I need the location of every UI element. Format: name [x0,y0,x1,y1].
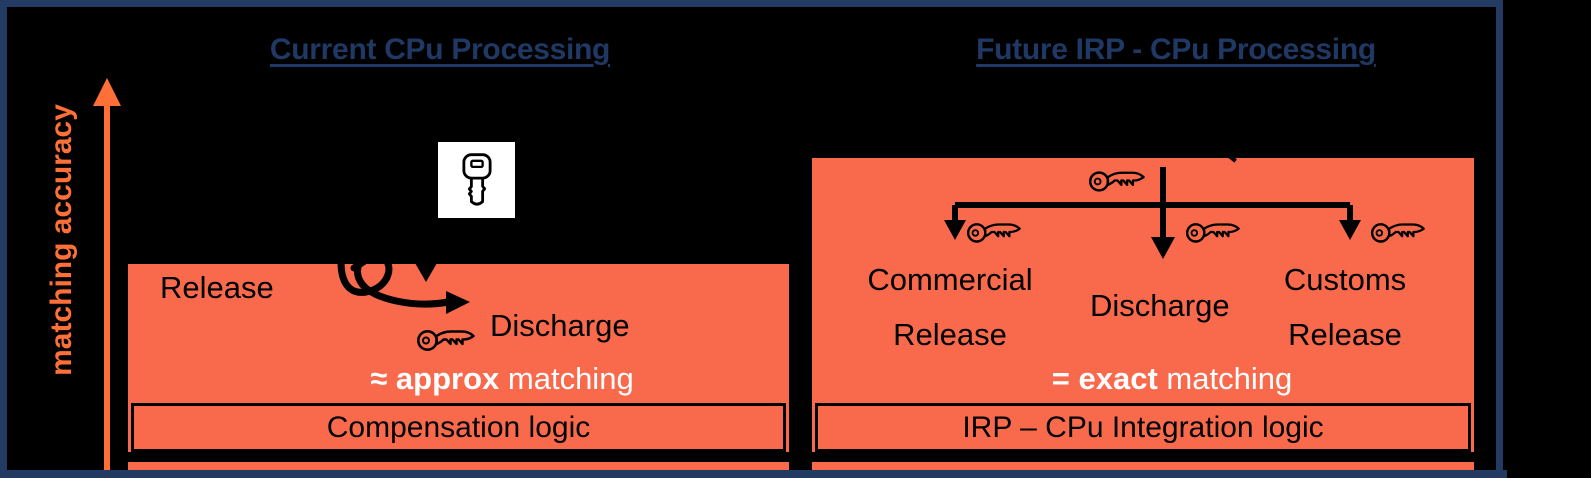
compensation-logic-box: Compensation logic [131,403,786,452]
discharge-label: Discharge [490,308,630,343]
key-icon [1088,171,1145,192]
customs-release-label: Customs Release [1283,262,1407,352]
exact-matching-label: = exact matching [1022,361,1322,397]
exact-matching-bold: = exact [1051,361,1158,396]
slide-border-bottom [0,470,1507,478]
right-title: Future IRP - CPu Processing [976,33,1376,66]
car-key-icon [461,153,492,206]
slide-border-left [0,0,7,478]
right-box-divider [812,452,1474,462]
approx-matching-rest: matching [499,361,634,396]
left-title: Current CPu Processing [269,33,611,66]
irp-integration-logic-box: IRP – CPu Integration logic [815,403,1471,452]
key-icon [416,329,475,352]
left-box-divider [128,452,789,462]
key-icon [966,223,1021,243]
key-icon-card [438,142,515,218]
slide-border-top [0,0,1503,7]
irp-integration-logic-label: IRP – CPu Integration logic [962,410,1324,444]
exact-matching-rest: matching [1157,361,1293,396]
compensation-logic-label: Compensation logic [326,410,591,444]
slide-border-right [1496,0,1503,478]
commercial-release-label: Commercial Release [867,262,1033,352]
axis-label: matching accuracy [45,104,78,376]
approx-matching-bold: ≈ approx [370,361,500,396]
release-label: Release [160,270,274,305]
branch-arrows-graphic [944,167,1425,259]
approx-matching-label: ≈ approx matching [352,361,652,397]
axis-arrow [104,100,110,470]
discharge-branch-label: Discharge [1090,288,1230,323]
tangled-arrows-graphic [337,228,470,314]
key-icon [1370,223,1425,243]
key-icon [1185,223,1240,243]
